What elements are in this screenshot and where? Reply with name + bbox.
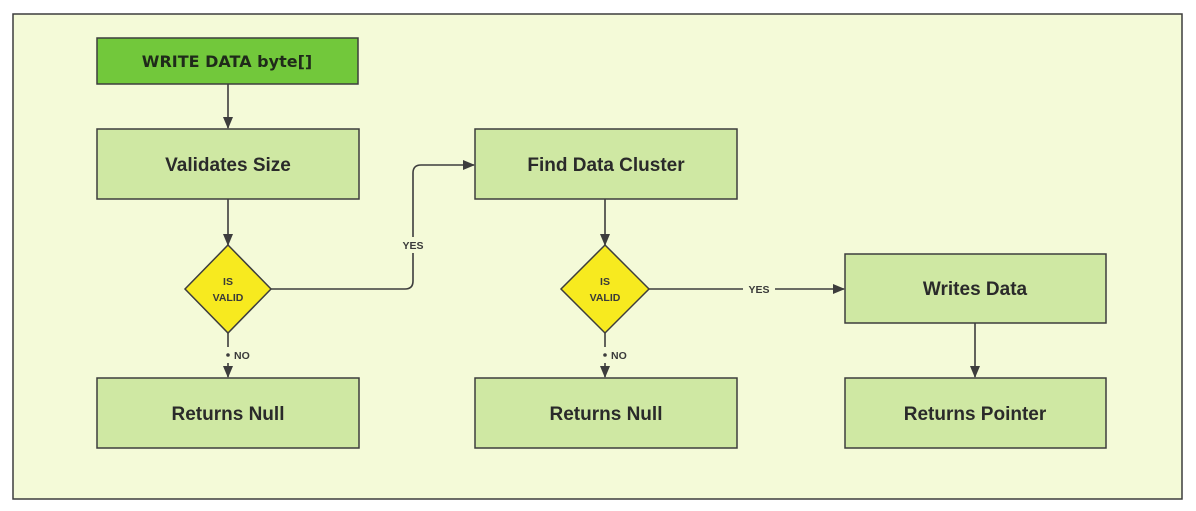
edge-label-d2-no: NO bbox=[611, 350, 627, 362]
writes-data-node: Writes Data bbox=[844, 253, 1107, 324]
edge-decision1-yes-to-find bbox=[271, 160, 475, 290]
writes-data-label: Writes Data bbox=[923, 279, 1028, 300]
start-node-label: WRITE DATA byte[] bbox=[142, 52, 312, 71]
decision-2-line1: IS bbox=[600, 276, 610, 288]
edge-labels: YES NO YES NO bbox=[220, 237, 775, 363]
decision-1-line2: VALID bbox=[213, 292, 244, 304]
returns-null-node-2: Returns Null bbox=[474, 377, 738, 449]
edge-label-d1-no: NO bbox=[234, 350, 250, 362]
edge-label-d2-yes: YES bbox=[748, 284, 769, 296]
returns-null-label-2: Returns Null bbox=[550, 404, 663, 425]
find-data-cluster-node: Find Data Cluster bbox=[474, 128, 738, 200]
validate-size-node: Validates Size bbox=[96, 128, 360, 200]
decision-is-valid-2: IS VALID bbox=[559, 243, 651, 335]
start-node: WRITE DATA byte[] bbox=[96, 37, 359, 85]
find-data-cluster-label: Find Data Cluster bbox=[527, 155, 685, 176]
returns-pointer-label: Returns Pointer bbox=[904, 404, 1047, 425]
returns-pointer-node: Returns Pointer bbox=[844, 377, 1107, 449]
decision-2-line2: VALID bbox=[590, 292, 621, 304]
edge-label-d1-yes: YES bbox=[402, 240, 423, 252]
decision-is-valid-1: IS VALID bbox=[183, 243, 273, 335]
returns-null-label-1: Returns Null bbox=[172, 404, 285, 425]
returns-null-node-1: Returns Null bbox=[96, 377, 360, 449]
validate-size-label: Validates Size bbox=[165, 155, 291, 176]
decision-1-line1: IS bbox=[223, 276, 233, 288]
